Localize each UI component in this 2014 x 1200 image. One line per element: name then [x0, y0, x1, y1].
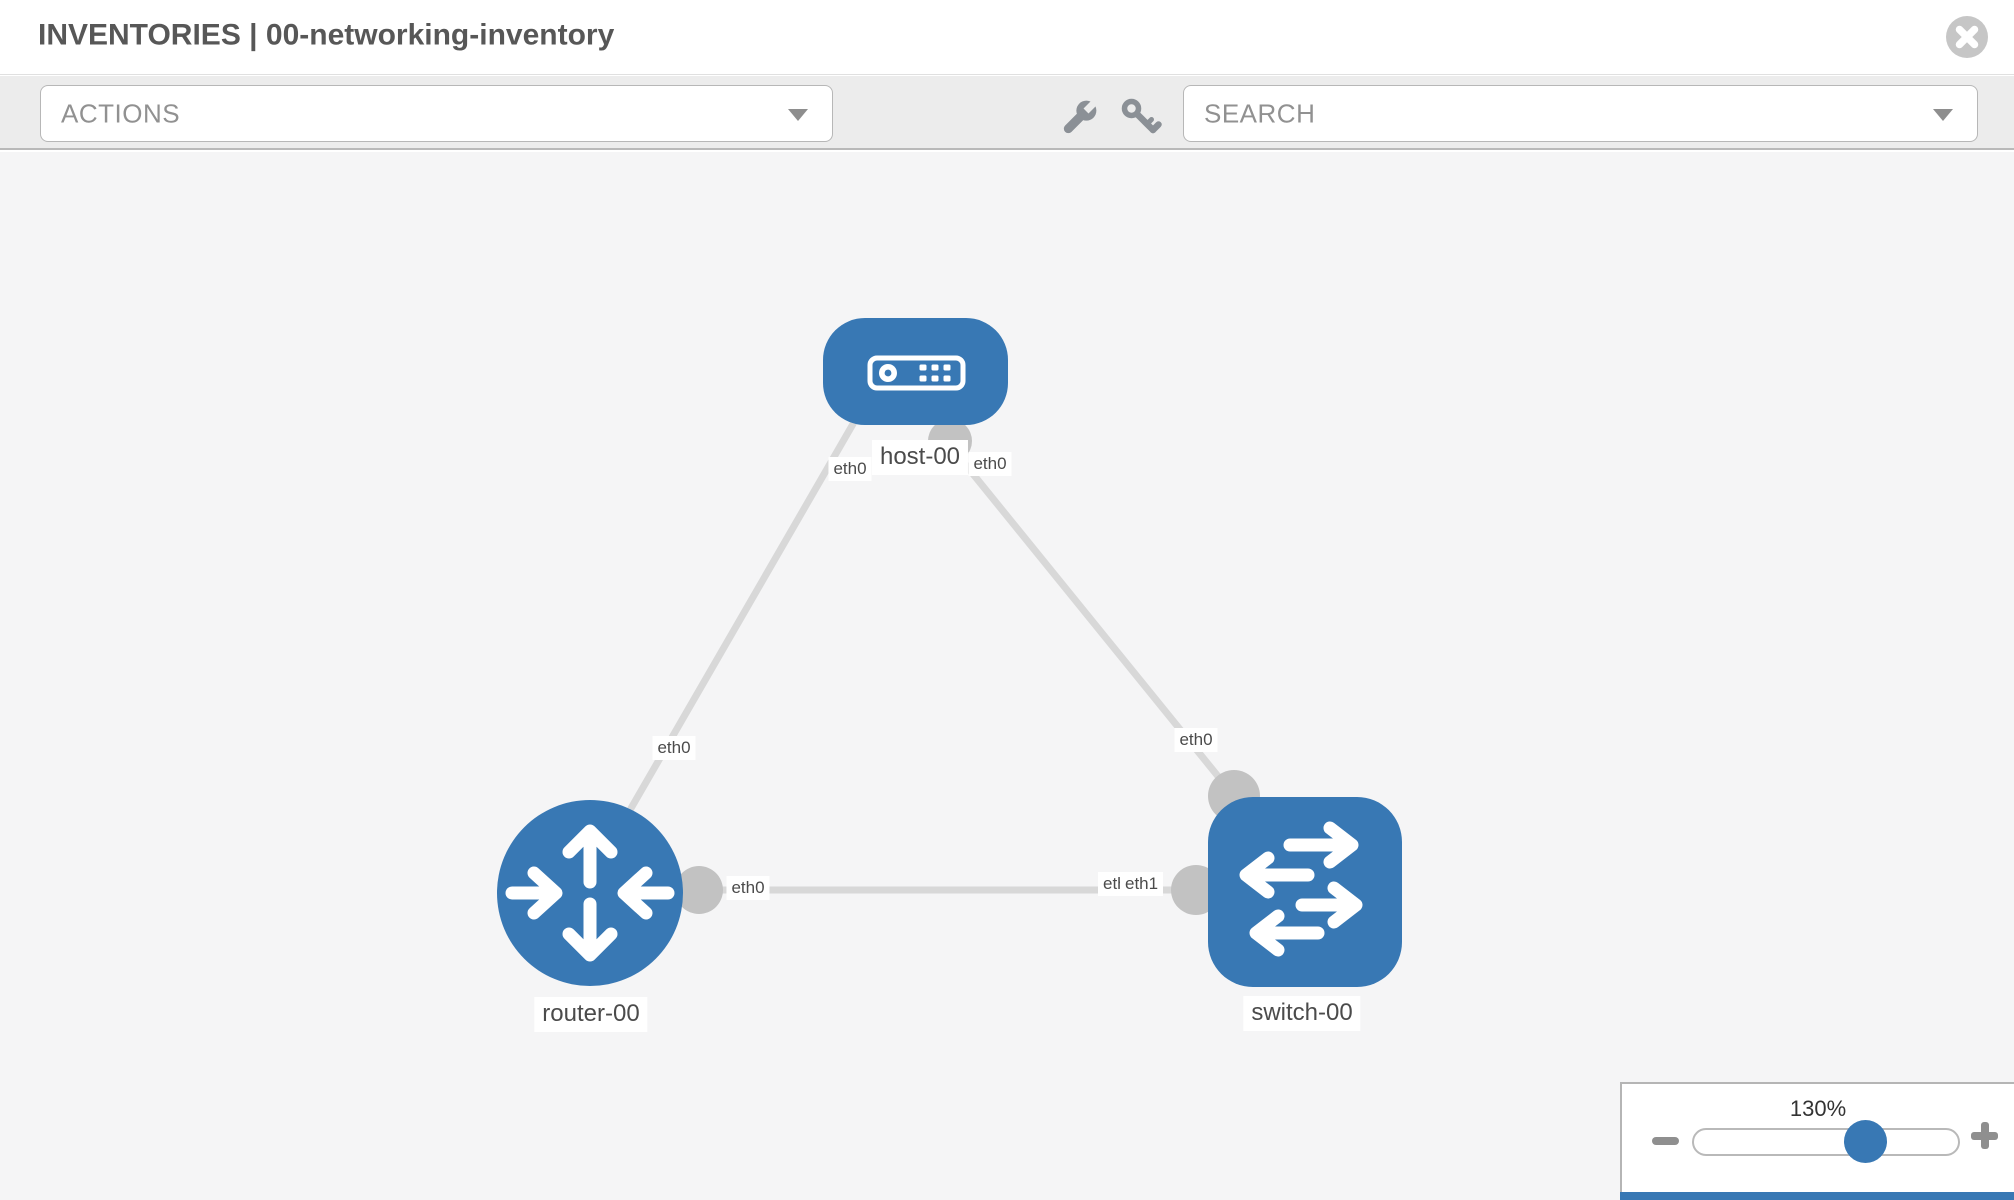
iface-label-switch-link-eth0: eth0	[1174, 728, 1218, 752]
switch-icon	[1239, 821, 1363, 957]
host-icon	[867, 355, 966, 391]
key-icon	[1116, 98, 1164, 145]
node-label-switch-00: switch-00	[1243, 996, 1361, 1031]
search-placeholder: SEARCH	[1204, 98, 1316, 128]
zoom-in-button[interactable]	[1971, 1122, 1998, 1149]
configure-button[interactable]	[1056, 93, 1104, 141]
zoom-slider-track[interactable]	[1692, 1128, 1960, 1156]
link-host-router	[596, 420, 857, 866]
zoom-control-panel: 130%	[1620, 1082, 2014, 1200]
chevron-down-icon	[1933, 108, 1953, 121]
chevron-down-icon	[788, 108, 808, 121]
node-switch-00[interactable]	[1208, 797, 1402, 987]
node-router-00[interactable]	[497, 800, 683, 986]
zoom-out-button[interactable]	[1652, 1137, 1679, 1145]
router-icon	[505, 824, 675, 962]
plus-icon	[1981, 1122, 1989, 1149]
iface-label-host-eth0-right: eth0	[968, 452, 1012, 476]
page-title: INVENTORIES | 00-networking-inventory	[38, 18, 615, 52]
iface-label-switch-eth1: eth1	[1120, 872, 1164, 896]
actions-dropdown-label: ACTIONS	[61, 98, 181, 128]
credentials-button[interactable]	[1116, 93, 1164, 141]
toolbar: ACTIONS SEARCH	[0, 76, 2014, 150]
close-button[interactable]	[1946, 16, 1988, 58]
node-label-host-00: host-00	[871, 440, 969, 475]
zoom-level-value: 130%	[1789, 1096, 1847, 1121]
node-label-router-00: router-00	[534, 997, 648, 1032]
zoom-slider-thumb[interactable]	[1844, 1120, 1887, 1163]
iface-label-router-link-eth0: eth0	[652, 736, 696, 760]
iface-label-host-eth0-left: eth0	[828, 457, 872, 481]
topology-links	[596, 420, 1238, 894]
wrench-icon	[1056, 99, 1104, 145]
interface-connectors	[675, 419, 1260, 915]
connector-router-eth0	[675, 866, 723, 914]
iface-label-router-eth0: eth0	[726, 876, 770, 900]
actions-dropdown[interactable]: ACTIONS	[40, 85, 833, 142]
topology-canvas[interactable]: host-00 router-00 switch-00 eth0 eth0 et…	[0, 152, 2014, 1200]
search-dropdown[interactable]: SEARCH	[1183, 85, 1978, 142]
breadcrumb-header: INVENTORIES | 00-networking-inventory	[0, 0, 2014, 75]
accent-bar	[1620, 1192, 2014, 1200]
node-host-00[interactable]	[823, 318, 1008, 425]
